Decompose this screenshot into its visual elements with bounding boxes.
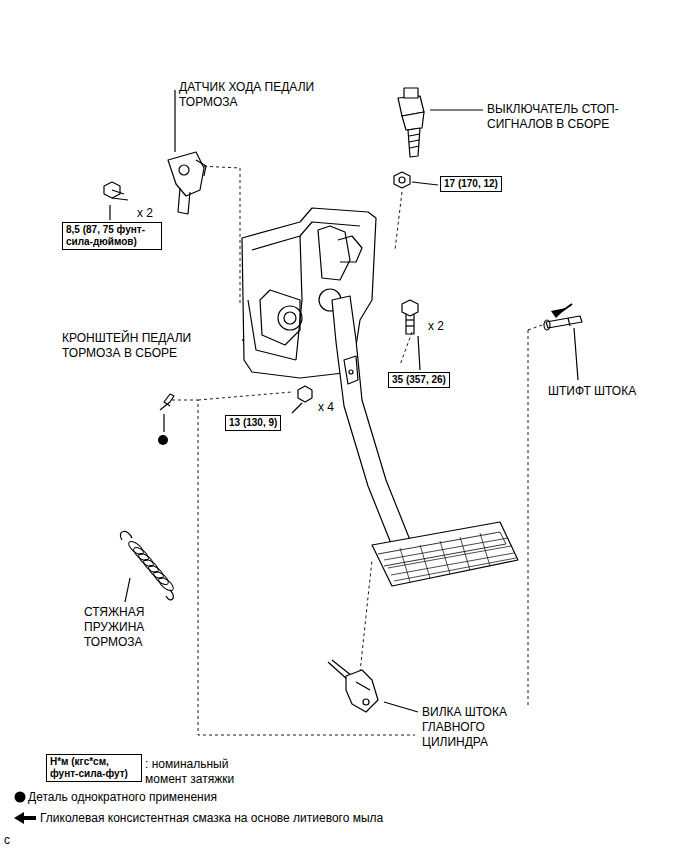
legend-text: Деталь однократного применения bbox=[28, 790, 217, 805]
torque-value: Н*м (кгс*см, фунт-сила-фут) bbox=[50, 756, 138, 780]
legend-note: : номинальный момент затяжки bbox=[145, 757, 255, 787]
quantity: x 2 bbox=[428, 319, 444, 334]
quantity: x 4 bbox=[318, 400, 334, 415]
part-name: СТЯЖНАЯ ПРУЖИНА ТОРМОЗА bbox=[84, 605, 184, 650]
torque-value: 17 (170, 12) bbox=[444, 178, 498, 190]
figure-code: c bbox=[4, 833, 10, 848]
torque-box: 13 (130, 9) bbox=[225, 415, 281, 431]
torque-box: 8,5 (87, 75 фунт-сила-дюймов) bbox=[62, 222, 162, 250]
torque-box: 17 (170, 12) bbox=[440, 176, 502, 192]
quantity: x 2 bbox=[137, 206, 153, 221]
single-use-symbol bbox=[15, 792, 26, 803]
part-name: ШТИФТ ШТОКА bbox=[548, 384, 636, 399]
torque-value: 8,5 (87, 75 фунт-сила-дюймов) bbox=[66, 224, 158, 248]
torque-box: Н*м (кгс*см, фунт-сила-фут) bbox=[46, 754, 142, 782]
torque-box: 35 (357, 26) bbox=[388, 372, 450, 388]
torque-value: 13 (130, 9) bbox=[229, 417, 277, 429]
torque-value: 35 (357, 26) bbox=[392, 374, 446, 386]
part-name: ВИЛКА ШТОКА ГЛАВНОГО ЦИЛИНДРА bbox=[422, 705, 532, 750]
legend-text: Гликолевая консистентная смазка на основ… bbox=[40, 811, 383, 826]
part-name: КРОНШТЕЙН ПЕДАЛИ ТОРМОЗА В СБОРЕ bbox=[62, 331, 242, 361]
part-name: ВЫКЛЮЧАТЕЛЬ СТОП-СИГНАЛОВ В СБОРЕ bbox=[487, 102, 637, 132]
part-name: ДАТЧИК ХОДА ПЕДАЛИ ТОРМОЗА bbox=[179, 80, 359, 110]
grease-arrow-symbol bbox=[14, 812, 36, 824]
